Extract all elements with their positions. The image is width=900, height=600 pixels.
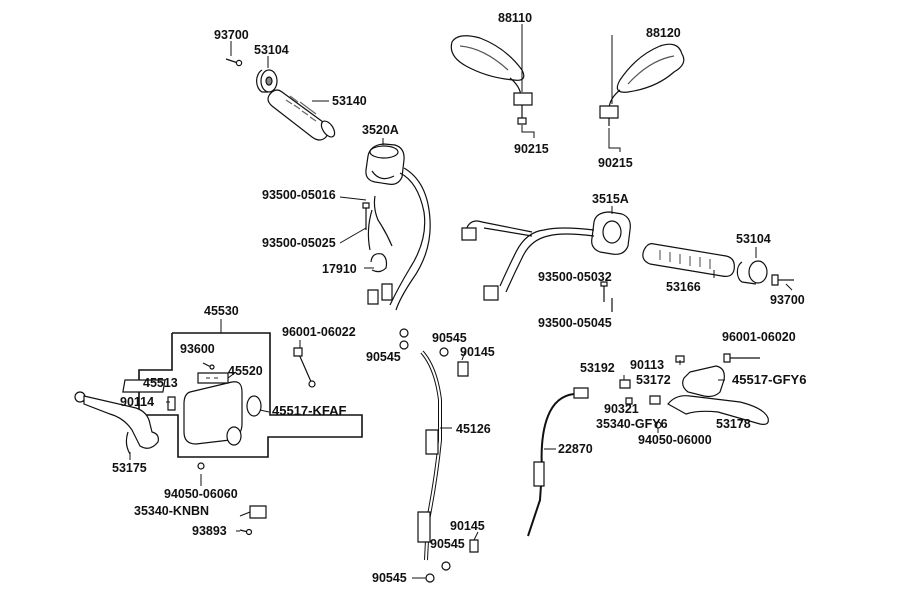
label-53175: 53175 <box>112 461 147 475</box>
label-53178: 53178 <box>716 417 751 431</box>
label-53192: 53192 <box>580 361 615 375</box>
label-22870: 22870 <box>558 442 593 456</box>
label-94050-06000: 94050-06000 <box>638 433 712 447</box>
label-53104-left: 53104 <box>254 43 289 57</box>
cable-22870 <box>528 388 588 536</box>
label-45530: 45530 <box>204 304 239 318</box>
label-53166: 53166 <box>666 280 701 294</box>
screw-93700-left <box>226 59 242 66</box>
screw-93500-05032 <box>601 282 612 312</box>
label-90215-right: 90215 <box>598 156 633 170</box>
grip-53140 <box>268 90 337 140</box>
label-90545-b: 90545 <box>366 350 401 364</box>
label-93500-05025: 93500-05025 <box>262 236 336 250</box>
label-45520: 45520 <box>228 364 263 378</box>
label-90114: 90114 <box>120 395 155 409</box>
label-35340-GFY6: 35340-GFY6 <box>596 417 668 431</box>
mirror-88110 <box>451 36 532 124</box>
label-3515A: 3515A <box>592 192 629 206</box>
label-90321: 90321 <box>604 402 639 416</box>
brake-lever-53175 <box>75 392 158 454</box>
label-45513: 45513 <box>143 376 178 390</box>
label-35340-KNBN: 35340-KNBN <box>134 504 210 518</box>
label-93700-left: 93700 <box>214 28 249 42</box>
mirror-88120 <box>600 44 684 126</box>
screw-93893 <box>240 530 252 535</box>
label-90145-a: 90145 <box>460 345 495 359</box>
label-90545-a: 90545 <box>432 331 467 345</box>
label-53172: 53172 <box>636 373 671 387</box>
label-96001-06022: 96001-06022 <box>282 325 356 339</box>
label-93500-05045: 93500-05045 <box>538 316 612 330</box>
clutch-lever-53178 <box>668 396 768 425</box>
master-cylinder-45520 <box>123 373 261 445</box>
label-93500-05016: 93500-05016 <box>262 188 336 202</box>
grip-end-53104-right <box>737 261 767 284</box>
bolt-96001-06020 <box>724 354 760 362</box>
label-90145-b: 90145 <box>450 519 485 533</box>
label-90545-c: 90545 <box>430 537 465 551</box>
bolt-90114 <box>168 397 175 410</box>
small-parts-right <box>620 356 684 428</box>
label-93893: 93893 <box>192 524 227 538</box>
label-3520A: 3520A <box>362 123 399 137</box>
screw-93500-05016 <box>363 203 369 230</box>
grip-53166 <box>643 244 734 277</box>
label-45517-GFY6: 45517-GFY6 <box>732 372 807 387</box>
label-88120: 88120 <box>646 26 681 40</box>
master-cylinder-group-box <box>139 333 362 457</box>
label-90113: 90113 <box>630 358 665 372</box>
bolt-96001-06022 <box>294 348 315 387</box>
clutch-holder-45517-GFY6 <box>683 366 725 397</box>
label-93600: 93600 <box>180 342 215 356</box>
label-17910: 17910 <box>322 262 357 276</box>
label-88110: 88110 <box>498 11 533 25</box>
label-90545-d: 90545 <box>372 571 407 585</box>
switch-housing-3515A <box>462 212 630 300</box>
label-94050-06060: 94050-06060 <box>164 487 238 501</box>
label-53104-right: 53104 <box>736 232 771 246</box>
leader-lines <box>130 24 792 578</box>
screw-94050-06060 <box>198 463 204 469</box>
label-93700-right: 93700 <box>770 293 805 307</box>
label-93500-05032: 93500-05032 <box>538 270 612 284</box>
label-45126: 45126 <box>456 422 491 436</box>
screw-93700-right <box>772 275 794 285</box>
label-45517-KFAF: 45517-KFAF <box>272 403 347 418</box>
label-90215-left: 90215 <box>514 142 549 156</box>
label-53140: 53140 <box>332 94 367 108</box>
label-96001-06020: 96001-06020 <box>722 330 796 344</box>
grip-end-53104-left <box>257 70 277 92</box>
switch-35340-KNBN <box>250 506 266 518</box>
screw-93600 <box>203 363 214 369</box>
switch-housing-3520A <box>366 144 430 310</box>
